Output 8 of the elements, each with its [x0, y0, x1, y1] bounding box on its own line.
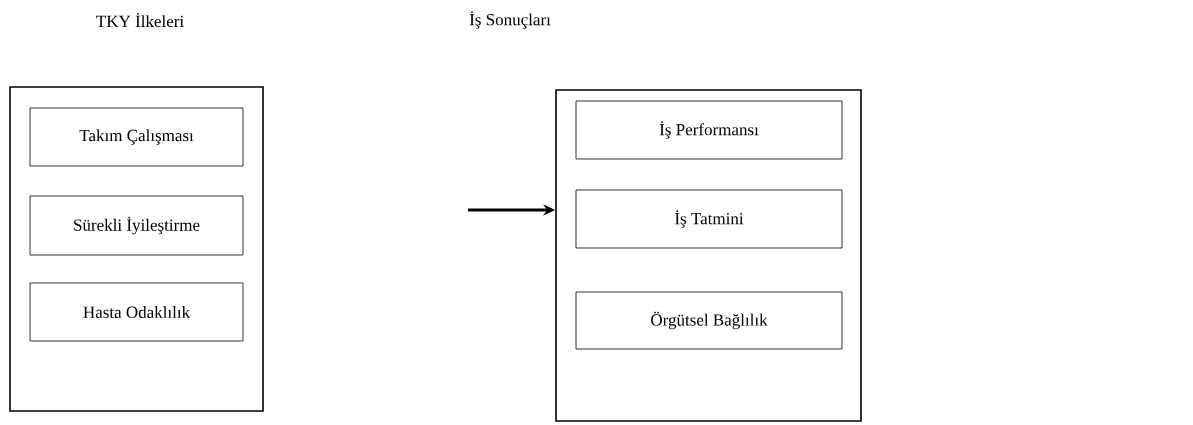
- item-box: Hasta Odaklılık: [29, 282, 244, 342]
- item-box: İş Tatmini: [575, 189, 843, 249]
- item-box: Sürekli İyileştirme: [29, 195, 244, 256]
- group-heading: İş Sonuçları: [469, 11, 551, 29]
- group-heading: TKY İlkeleri: [96, 12, 184, 28]
- item-box: Takım Çalışması: [29, 107, 244, 167]
- item-box: İş Performansı: [575, 100, 843, 160]
- item-box: Örgütsel Bağlılık: [575, 291, 843, 350]
